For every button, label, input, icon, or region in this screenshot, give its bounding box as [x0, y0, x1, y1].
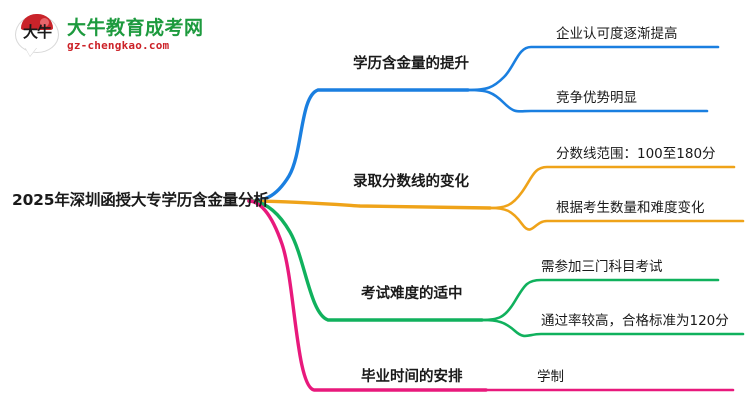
- logo-mark-icon: 大牛: [14, 13, 60, 57]
- leaf-node-3-2[interactable]: 通过率较高，合格标准为120分: [541, 313, 729, 329]
- logo-mark-label: 大牛: [22, 23, 52, 41]
- cap-dot-icon: [40, 18, 49, 27]
- branch-node-3[interactable]: 考试难度的适中: [361, 286, 463, 302]
- logo-subtitle: gz-chengkao.com: [67, 38, 170, 52]
- root-node[interactable]: 2025年深圳函授大专学历含金量分析: [12, 191, 269, 209]
- speech-bubble-tail-icon: [25, 47, 37, 56]
- site-logo[interactable]: 大牛 大牛教育成考网 gz-chengkao.com: [14, 10, 204, 60]
- graduation-cap-icon: [21, 14, 53, 30]
- branch-node-2[interactable]: 录取分数线的变化: [353, 174, 469, 190]
- leaf-node-1-2[interactable]: 竞争优势明显: [556, 90, 637, 106]
- logo-title: 大牛教育成考网: [67, 17, 204, 39]
- connector-root-to-branch-2: [247, 199, 492, 210]
- leaf-node-3-1[interactable]: 需参加三门科目考试: [541, 259, 663, 275]
- leaf-node-4-1[interactable]: 学制: [537, 369, 564, 385]
- branch-node-4[interactable]: 毕业时间的安排: [361, 369, 463, 385]
- logo-text-block: 大牛教育成考网 gz-chengkao.com: [67, 18, 204, 52]
- leaf-node-2-1[interactable]: 分数线范围：100至180分: [556, 146, 716, 162]
- branch-node-1[interactable]: 学历含金量的提升: [353, 56, 469, 72]
- leaf-node-2-2[interactable]: 根据考生数量和难度变化: [556, 200, 705, 216]
- leaf-node-1-1[interactable]: 企业认可度逐渐提高: [556, 26, 678, 42]
- connector-branch-1-to-leaf-1: [466, 45, 720, 92]
